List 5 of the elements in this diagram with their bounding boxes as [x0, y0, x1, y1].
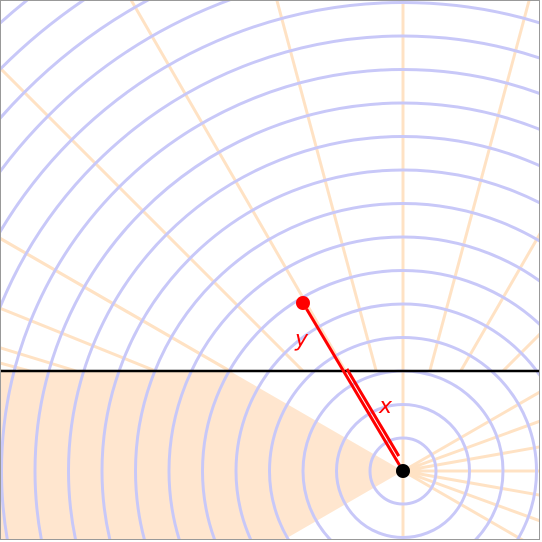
variable-label: y — [295, 329, 308, 351]
point-dot — [396, 464, 410, 478]
line-segment — [305, 308, 401, 466]
point-dot — [296, 296, 310, 310]
variable-label: x — [379, 396, 392, 418]
